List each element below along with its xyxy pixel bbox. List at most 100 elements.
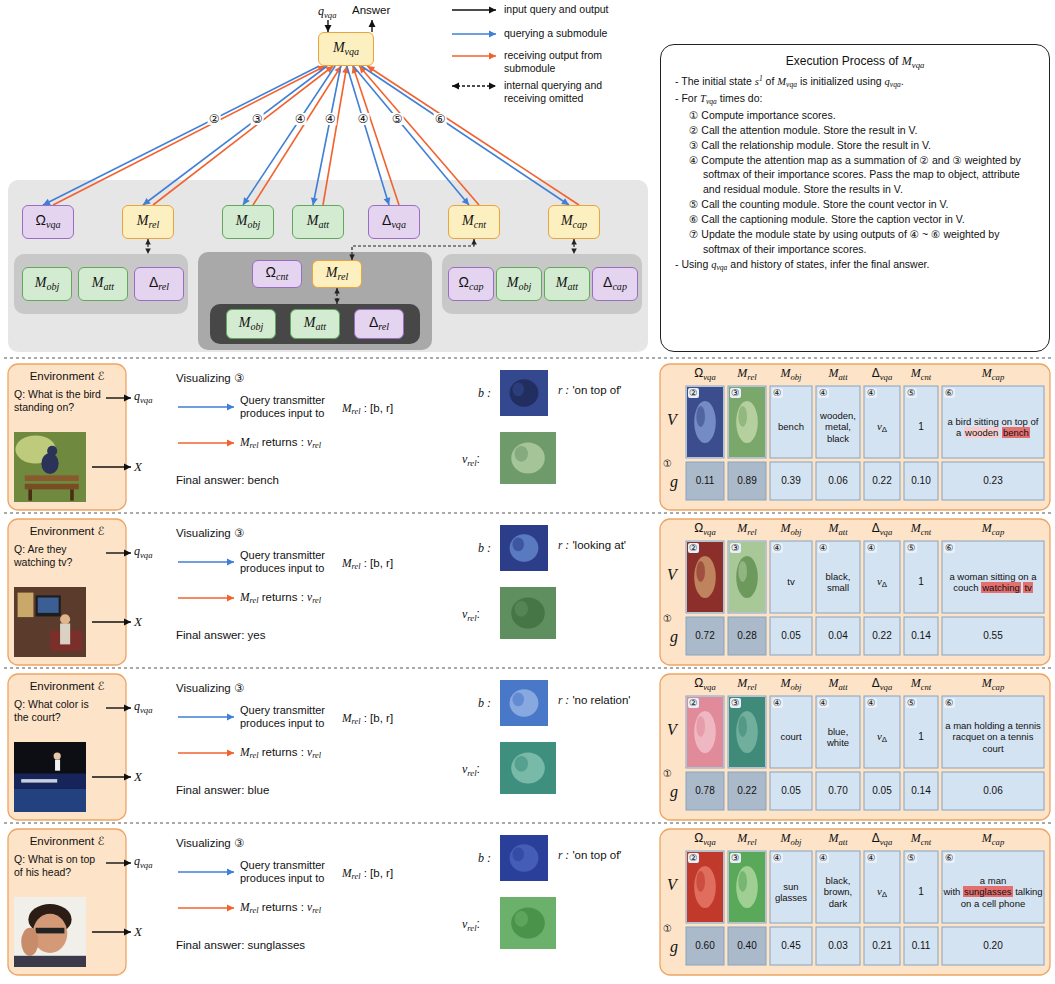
text-line: 0.22: [872, 475, 891, 487]
step-text: rel: [250, 596, 259, 605]
arrow-head: [462, 197, 469, 205]
label-group: a man holding a tennis racquet on a tenn…: [945, 710, 1041, 764]
text-line: Mcap: [942, 521, 1044, 537]
label-group: Matt: [816, 831, 860, 847]
table-cell: [728, 927, 766, 965]
arrow-head: [145, 249, 151, 255]
map-shape: [515, 601, 528, 617]
label-group: Mcap: [942, 831, 1044, 847]
text-line: b :: [478, 541, 491, 555]
table-cell: 0.05: [781, 630, 800, 641]
legend-sample: [452, 83, 496, 90]
text-line: vrel:: [462, 917, 480, 933]
label-group: ④: [818, 543, 829, 553]
table-cell: 0.40: [737, 940, 756, 951]
step-number: ⑥: [945, 387, 954, 398]
step-text: v: [307, 436, 312, 448]
column-header: Δ: [872, 366, 880, 380]
step-text: returns :: [262, 746, 304, 758]
module-box: Ωcap: [448, 267, 494, 301]
relation-label: r :: [558, 849, 569, 861]
text-line: vΔ: [877, 730, 887, 745]
label-group: X: [134, 459, 142, 475]
table-cell: [864, 617, 900, 655]
text-line: - ForTvqatimes do:: [673, 91, 1037, 108]
label-group: g: [670, 937, 678, 956]
label-group: 0.14: [904, 617, 938, 655]
text-line: 0.23: [983, 475, 1002, 487]
label-group: Visualizing ③: [176, 372, 244, 386]
step-number: ⑥: [945, 542, 954, 553]
face: [33, 914, 68, 953]
label-group: Query transmitter produces input to: [240, 704, 338, 730]
label-group: tv: [770, 553, 812, 611]
node-text: M: [462, 213, 474, 228]
text-line: Environment ℰ: [14, 679, 120, 693]
label-group: r :'no relation': [558, 694, 631, 708]
label-group: Δvqa: [864, 831, 900, 847]
text-line: ③: [731, 698, 740, 708]
text-line: ③: [731, 543, 740, 553]
text-line: Q: What color is the court?: [14, 698, 102, 724]
table-cell: [942, 462, 1044, 500]
row-separator: [4, 513, 1051, 514]
step-number: ⑥: [434, 113, 447, 125]
node-text: cnt: [276, 271, 288, 282]
node-text: vqa: [391, 219, 406, 230]
label-group: Δvqa: [864, 366, 900, 382]
step-number: ④: [773, 542, 782, 553]
text-line: ⑥: [945, 543, 954, 553]
variable-label: :: [477, 607, 480, 621]
label-group: Mrel: [b, r]: [342, 867, 393, 882]
step-number: ④: [867, 542, 876, 553]
attention-map: [729, 697, 765, 767]
environment-box: Environment ℰQ: What is on top of his he…: [8, 829, 126, 975]
label-group: sun glasses: [770, 863, 812, 921]
table-cell: [770, 541, 812, 613]
attention-map: [729, 852, 765, 922]
table-cell: watching: [981, 582, 1021, 593]
shirt: [14, 956, 86, 967]
step-text: M: [342, 402, 352, 414]
text-line: r :'looking at': [558, 539, 626, 553]
column-header: obj: [790, 837, 801, 847]
map-shape: [512, 537, 524, 551]
text-line: bench: [778, 421, 804, 432]
column-header: vqa: [880, 837, 892, 847]
table-cell: a man holding a tennis racquet on a tenn…: [945, 720, 1041, 754]
node-text: obj: [250, 321, 263, 332]
text-line: Δvqa: [864, 521, 900, 537]
node-text: Q: What is the bird standing on?: [14, 388, 101, 413]
label-group: Query transmitter produces input to: [240, 859, 338, 885]
text-line: ⑥: [945, 388, 954, 398]
text-line: Mobj: [35, 275, 60, 292]
attention-map: [687, 697, 723, 767]
legend-sample: [452, 53, 496, 60]
label-group: 0.10: [904, 462, 938, 500]
query-label: q: [134, 389, 140, 403]
map-ground: [729, 852, 765, 922]
step-text: rel: [312, 596, 321, 605]
map-shape: [515, 446, 528, 462]
text-line: Δvqa: [382, 213, 406, 230]
step-number: ④: [819, 387, 828, 398]
text-line: Ωvqa: [686, 366, 724, 382]
node-text: cnt: [474, 219, 486, 230]
text-line: vΔ: [877, 420, 887, 435]
node-text: Q: What is on top of his head?: [14, 853, 95, 878]
table-cell: [686, 386, 724, 458]
step-text: rel: [312, 751, 321, 760]
text-line: Δvqa: [864, 676, 900, 692]
label-group: ②: [688, 853, 699, 863]
attention-map: [500, 680, 548, 726]
node-text: Environment ℰ: [30, 370, 105, 382]
text-line: Query transmitter produces input to: [240, 704, 338, 730]
text-line: Δrel: [369, 315, 389, 332]
node-text: M: [777, 76, 786, 87]
column-header: M: [911, 831, 921, 845]
text-line: 0.72: [695, 630, 714, 642]
text-line: Mrelreturns :vrel: [240, 591, 321, 606]
text-line: Mobj: [239, 315, 264, 332]
table-cell: [942, 541, 1044, 613]
text-line: vΔ: [877, 885, 887, 900]
